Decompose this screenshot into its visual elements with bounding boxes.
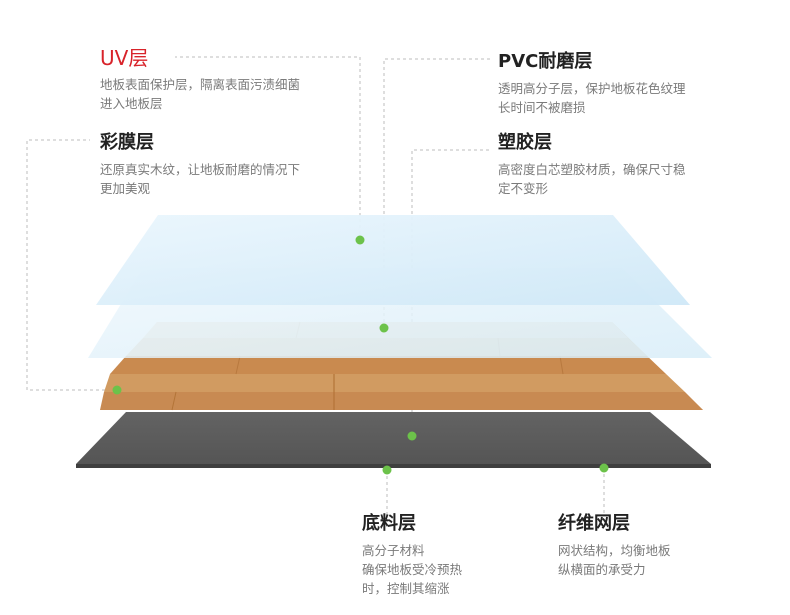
base-layer-slab xyxy=(76,412,711,468)
label-plastic-layer: 塑胶层 高密度白芯塑胶材质，确保尺寸稳 定不变形 xyxy=(498,132,686,198)
leader-line-color-film xyxy=(26,139,117,391)
marker-dot-uv xyxy=(355,235,365,245)
fiber-layer-description: 网状结构，均衡地板 纵横面的承受力 xyxy=(558,543,671,577)
uv-layer-sheet xyxy=(96,215,690,305)
pvc-layer-description: 透明高分子层，保护地板花色纹理 长时间不被磨损 xyxy=(498,81,686,115)
marker-dot-color-film xyxy=(112,385,122,395)
base-layer-title: 底料层 xyxy=(362,513,416,534)
label-base-layer: 底料层 高分子材料 确保地板受冷预热 时，控制其缩涨 xyxy=(362,513,462,598)
pvc-layer-title: PVC耐磨层 xyxy=(498,51,593,72)
label-pvc-layer: PVC耐磨层 透明高分子层，保护地板花色纹理 长时间不被磨损 xyxy=(498,51,686,117)
marker-dot-plastic xyxy=(407,431,417,441)
plastic-layer-description: 高密度白芯塑胶材质，确保尺寸稳 定不变形 xyxy=(498,162,686,196)
label-color-film-layer: 彩膜层 还原真实木纹，让地板耐磨的情况下 更加美观 xyxy=(100,132,300,198)
label-fiber-layer: 纤维网层 网状结构，均衡地板 纵横面的承受力 xyxy=(558,513,671,579)
marker-dot-fiber xyxy=(599,463,609,473)
marker-dots xyxy=(112,235,609,475)
marker-dot-pvc xyxy=(379,323,389,333)
color-film-layer-description: 还原真实木纹，让地板耐磨的情况下 更加美观 xyxy=(100,162,301,196)
label-uv-layer: UV层 地板表面保护层，隔离表面污渍细菌 进入地板层 xyxy=(100,47,300,113)
leader-line-uv xyxy=(175,56,361,240)
color-film-layer-title: 彩膜层 xyxy=(100,132,154,153)
base-layer-description: 高分子材料 确保地板受冷预热 时，控制其缩涨 xyxy=(362,543,463,596)
plastic-layer-title: 塑胶层 xyxy=(498,132,552,153)
uv-layer-description: 地板表面保护层，隔离表面污渍细菌 进入地板层 xyxy=(100,77,301,111)
leader-lines xyxy=(26,56,605,515)
marker-dot-base xyxy=(382,465,392,475)
uv-layer-title: UV层 xyxy=(100,46,149,70)
fiber-layer-title: 纤维网层 xyxy=(558,513,630,534)
